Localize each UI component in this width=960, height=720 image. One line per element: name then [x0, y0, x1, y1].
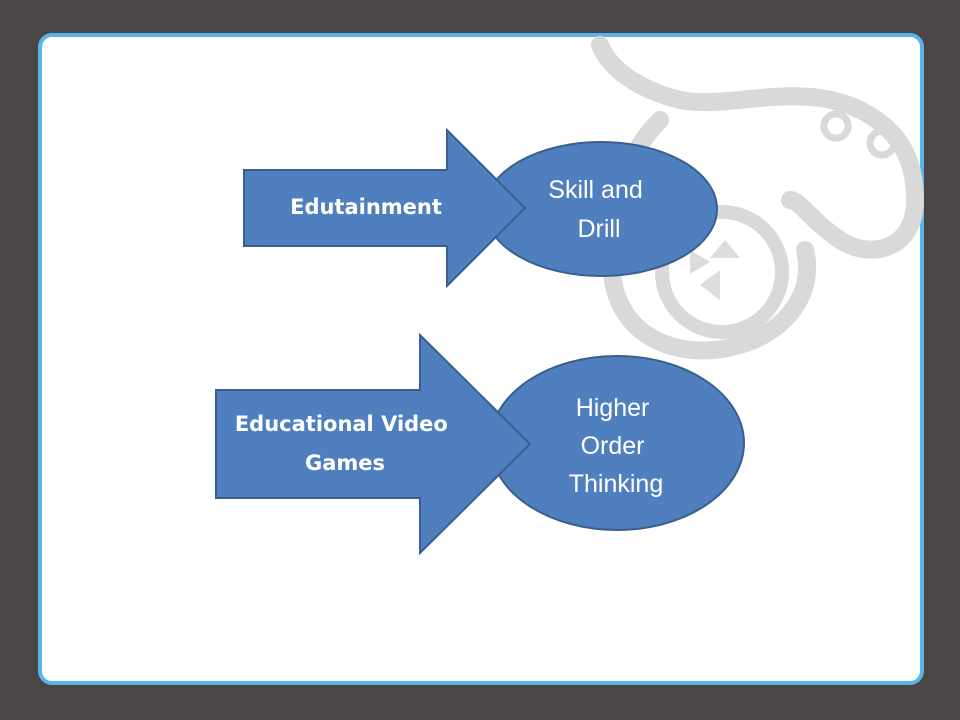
arrow-label-line: Educational Video — [235, 412, 448, 436]
ellipse-label-line: Skill and — [548, 176, 643, 204]
svg-text:Skill and Drill: Skill and Drill — [548, 176, 649, 243]
ellipse-label-line: Higher — [576, 394, 650, 422]
diagram-row-1: Skill and Drill Edutainment — [243, 127, 718, 289]
diagram-row-2: Higher Order Thinking Educational Video … — [215, 332, 745, 556]
ellipse-label-line: Thinking — [569, 470, 664, 498]
arrow-edutainment — [243, 127, 527, 289]
arrow-label-line: Games — [305, 451, 385, 475]
dpad-icon — [690, 240, 740, 300]
svg-text:Educational Video Games: Educational Video Games — [235, 412, 455, 475]
slide-frame — [38, 33, 924, 685]
svg-text:Edutainment: Edutainment — [290, 195, 442, 219]
ellipse-label-line: Order — [581, 432, 645, 460]
arrow-label-line: Edutainment — [290, 195, 442, 219]
svg-text:Higher Order Think: Higher Order Thinking — [569, 394, 664, 498]
arrow-educational-video-games — [215, 332, 532, 556]
ellipse-label-line: Drill — [577, 215, 620, 243]
